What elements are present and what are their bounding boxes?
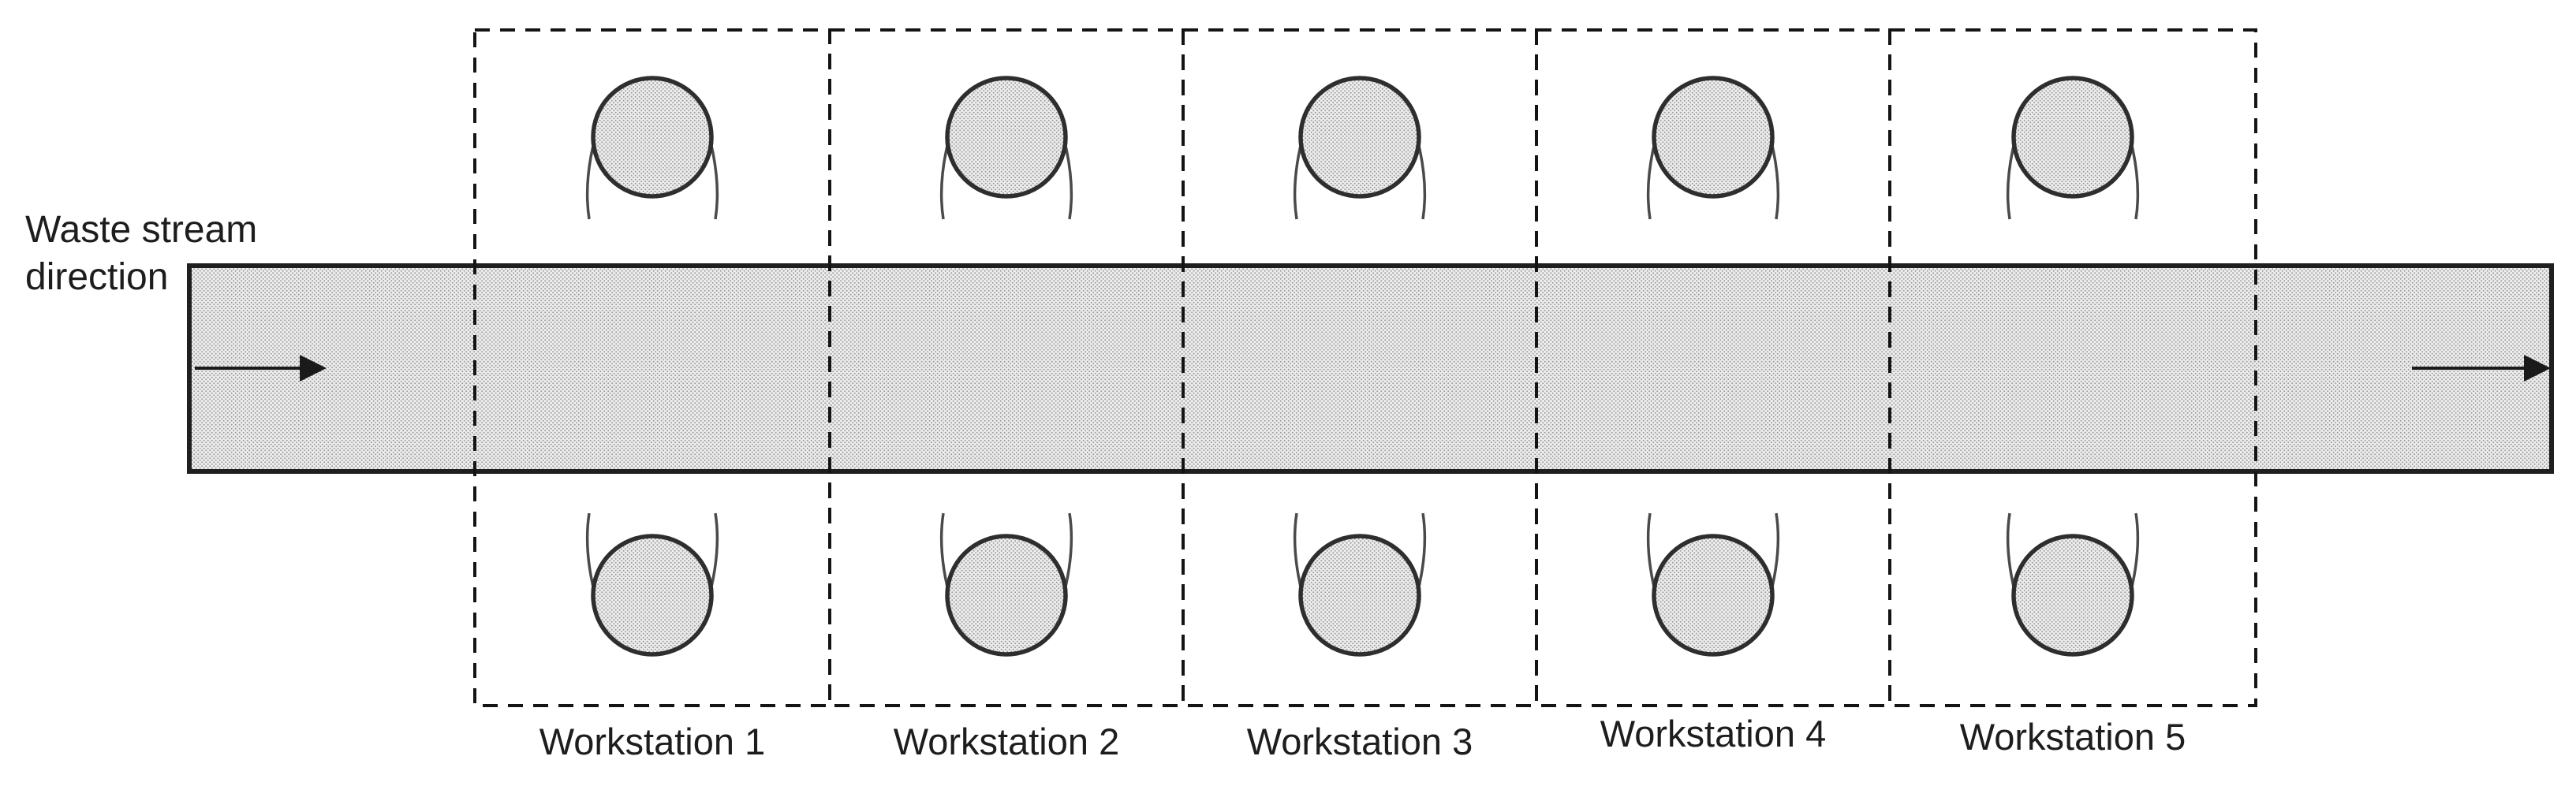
workstation-1-label: Workstation 1 <box>539 721 766 762</box>
worker-icon <box>1648 78 1779 219</box>
right-arrow-icon <box>2412 355 2551 382</box>
workstation-5-box <box>1888 28 2257 707</box>
workstation-3-label: Workstation 3 <box>1246 721 1473 762</box>
left-arrow-icon <box>195 355 327 382</box>
worker-icon <box>942 78 1072 219</box>
waste-stream-label-line1: Waste stream <box>25 209 258 251</box>
waste-stream-direction-label: Waste stream direction <box>25 207 257 301</box>
workstation-5-label: Workstation 5 <box>1959 716 2186 758</box>
workstation-2-label: Workstation 2 <box>893 721 1120 762</box>
worker-icon <box>2008 513 2138 654</box>
waste-stream-label-line2: direction <box>25 256 169 298</box>
workstation-4-label: Workstation 4 <box>1600 713 1827 754</box>
worker-icon <box>588 513 718 654</box>
worker-icon <box>1295 78 1425 219</box>
worker-icon <box>942 513 1072 654</box>
worker-icon <box>1648 513 1779 654</box>
worker-icon <box>588 78 718 219</box>
conveyor-belt <box>187 263 2554 474</box>
worker-icon <box>1295 513 1425 654</box>
worker-icon <box>2008 78 2138 219</box>
